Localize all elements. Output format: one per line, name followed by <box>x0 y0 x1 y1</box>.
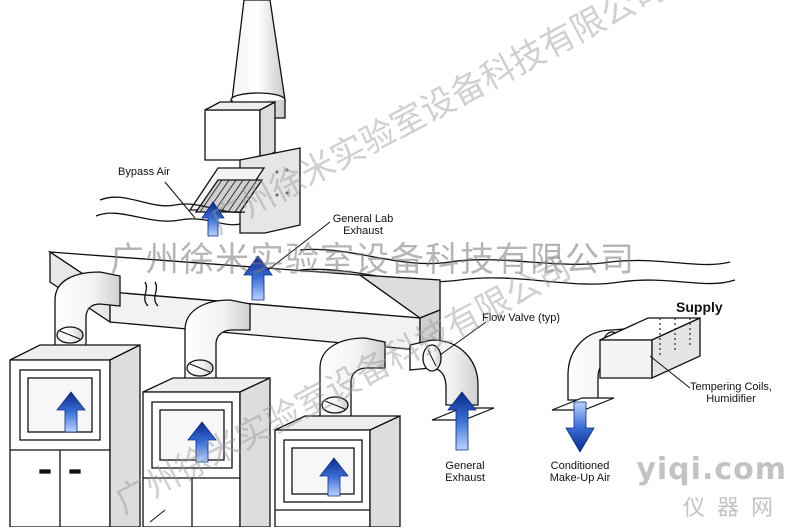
exhaust-stack <box>230 0 286 119</box>
arrow-up-hood-3 <box>319 457 349 497</box>
brand-watermark-bottom: 仪器网 <box>682 496 785 521</box>
arrow-down-makeup <box>565 401 595 453</box>
label-tempering-line1: Tempering Coils, <box>690 381 772 393</box>
leader-lines <box>149 181 691 523</box>
label-general-lab-exhaust: General Lab Exhaust <box>318 213 408 237</box>
brand-watermark-top: yiqi.com <box>636 452 787 487</box>
arrow-up-bypass <box>201 201 225 237</box>
fume-hoods <box>9 343 401 528</box>
label-tempering-line2: Humidifier <box>706 393 756 405</box>
label-supply: Supply <box>676 299 723 315</box>
brand-watermark: yiqi.com 仪器网 <box>636 452 795 522</box>
watermark-horizontal: 广州徐米实验室设备科技有限公司 <box>110 240 635 280</box>
label-general-lab-exhaust-line1: General Lab <box>332 213 394 225</box>
label-general-exhaust-line1: General <box>445 460 485 472</box>
label-general-exhaust: General Exhaust <box>430 460 500 484</box>
label-conditioned-line2: Make-Up Air <box>549 472 611 484</box>
fume-hood-3 <box>274 414 401 528</box>
arrow-up-hood-1 <box>56 391 86 433</box>
airflow-arrows <box>56 201 595 497</box>
fume-hood-2 <box>142 376 271 528</box>
supply-box <box>599 316 701 380</box>
label-general-lab-exhaust-line2: Exhaust <box>343 225 383 237</box>
label-conditioned-makeup: Conditioned Make-Up Air <box>535 460 625 484</box>
fume-hood-1 <box>9 343 141 528</box>
arrow-up-hood-2 <box>187 421 217 463</box>
label-general-exhaust-line2: Exhaust <box>445 472 485 484</box>
arrow-up-general-exhaust <box>447 391 477 451</box>
label-bypass-air: Bypass Air <box>118 166 170 178</box>
arrow-up-lab-exhaust <box>243 255 273 301</box>
label-tempering: Tempering Coils, Humidifier <box>676 381 786 405</box>
label-flow-valve: Flow Valve (typ) <box>482 312 561 324</box>
label-conditioned-line1: Conditioned <box>550 460 610 472</box>
